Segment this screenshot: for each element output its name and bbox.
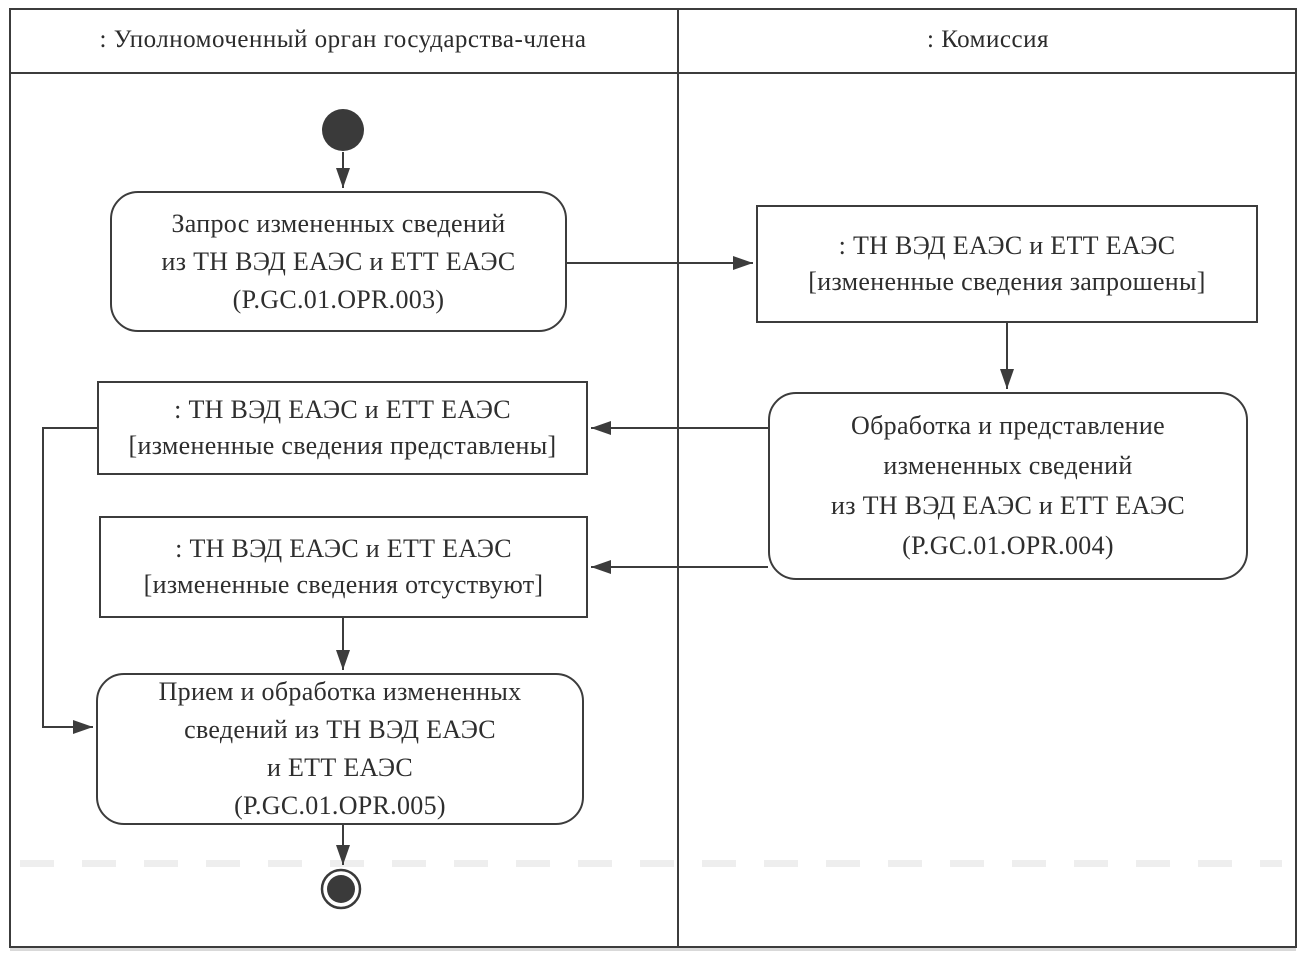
swimlane-frame bbox=[9, 8, 1297, 948]
node-text-line: (P.GC.01.OPR.005) bbox=[234, 791, 446, 820]
object-node-data-requested: : ТН ВЭД ЕАЭС и ЕТТ ЕАЭС [измененные све… bbox=[756, 205, 1258, 323]
lane-label: : Комиссия bbox=[927, 26, 1049, 53]
node-text-line: : ТН ВЭД ЕАЭС и ЕТТ ЕАЭС bbox=[174, 395, 511, 424]
node-text-line: измененных сведений bbox=[883, 451, 1133, 480]
node-text-line: : ТН ВЭД ЕАЭС и ЕТТ ЕАЭС bbox=[838, 231, 1176, 260]
action-node-receive-and-process-data: Прием и обработка измененных сведений из… bbox=[96, 673, 584, 825]
lane-header-commission: : Комиссия bbox=[679, 8, 1297, 72]
action-node-process-and-provide-data: Обработка и представление измененных све… bbox=[768, 392, 1248, 580]
object-node-data-provided: : ТН ВЭД ЕАЭС и ЕТТ ЕАЭС [измененные све… bbox=[97, 381, 588, 475]
node-text-line: Запрос измененных сведений bbox=[171, 208, 506, 238]
node-text-line: Прием и обработка измененных bbox=[158, 677, 522, 706]
lane-divider bbox=[677, 8, 679, 948]
node-text-line: из ТН ВЭД ЕАЭС и ЕТТ ЕАЭС bbox=[161, 246, 516, 276]
node-text-line: сведений из ТН ВЭД ЕАЭС bbox=[184, 715, 496, 744]
node-text-line: и ЕТТ ЕАЭС bbox=[266, 753, 414, 782]
node-text-line: : ТН ВЭД ЕАЭС и ЕТТ ЕАЭС bbox=[175, 534, 512, 563]
lane-header-authorized-body: : Уполномоченный орган государства-члена bbox=[9, 8, 677, 72]
node-text-line: [измененные сведения запрошены] bbox=[808, 267, 1206, 296]
object-node-data-absent: : ТН ВЭД ЕАЭС и ЕТТ ЕАЭС [измененные све… bbox=[99, 516, 588, 618]
node-text-line: (P.GC.01.OPR.004) bbox=[902, 531, 1114, 560]
node-text-line: Обработка и представление bbox=[851, 411, 1165, 440]
node-text-line: из ТН ВЭД ЕАЭС и ЕТТ ЕАЭС bbox=[831, 491, 1185, 520]
node-text-line: [измененные сведения представлены] bbox=[128, 431, 557, 460]
node-text-line: [измененные сведения отсуствуют] bbox=[143, 570, 544, 599]
scan-artifact-band bbox=[20, 860, 1282, 867]
lane-label: : Уполномоченный орган государства-члена bbox=[99, 26, 587, 53]
node-text-line: (P.GC.01.OPR.003) bbox=[232, 284, 445, 314]
action-node-request-changed-data: Запрос измененных сведений из ТН ВЭД ЕАЭ… bbox=[110, 191, 567, 332]
lane-header-separator bbox=[9, 72, 1297, 74]
